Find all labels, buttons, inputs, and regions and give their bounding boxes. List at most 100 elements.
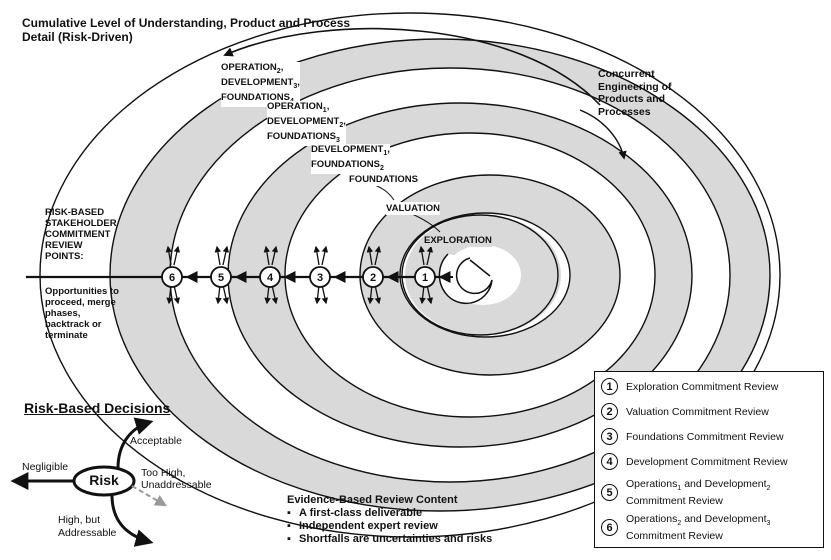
- spiral-band: [360, 175, 620, 375]
- too-high-line: Too High,: [141, 467, 186, 479]
- risk-center-label: Risk: [89, 472, 119, 488]
- phase-foundations: FOUNDATIONS: [349, 173, 418, 186]
- review-direction-arrow: [215, 284, 222, 305]
- legend-text: Operations1 and Development2 Commitment …: [626, 478, 771, 508]
- review-direction-arrow: [367, 284, 374, 305]
- review-direction-arrow: [426, 284, 434, 305]
- review-node-circle: [210, 266, 232, 288]
- review-node-circle: [414, 266, 436, 288]
- phase-label-ring6: OPERATION2, DEVELOPMENT3, FOUNDATIONS4: [221, 62, 300, 107]
- phase-dev2: DEVELOPMENT2,: [267, 115, 346, 129]
- phase-label-ring5: OPERATION1, DEVELOPMENT2, FOUNDATIONS3: [267, 101, 346, 146]
- high-but-line: Addressable: [58, 527, 117, 539]
- too-high-line: Unaddressable: [141, 479, 212, 491]
- concurrent-line: Engineering of: [598, 80, 672, 93]
- spiral-start-tick: [469, 259, 491, 277]
- review-direction-arrow: [222, 245, 230, 266]
- phase-valuation: VALUATION: [386, 202, 441, 215]
- legend-text: Operations2 and Development3 Commitment …: [626, 513, 771, 543]
- review-node-number: 5: [218, 272, 224, 284]
- legend-number: 5: [601, 484, 618, 502]
- negligible-label: Negligible: [22, 461, 69, 473]
- phase-found2: FOUNDATIONS2: [311, 158, 384, 172]
- evidence-list: A first-class deliverable Independent ex…: [287, 507, 492, 546]
- review-direction-arrow: [214, 245, 222, 266]
- legend-number: 3: [601, 428, 618, 445]
- opportunities-line: Opportunities to: [45, 286, 119, 297]
- legend-text: Exploration Commitment Review: [626, 380, 779, 393]
- phase-exploration: EXPLORATION: [424, 234, 492, 247]
- review-node-number: 2: [370, 272, 376, 284]
- phase-found3: FOUNDATIONS3: [267, 130, 340, 144]
- review-direction-arrow: [173, 284, 181, 305]
- review-direction-arrow: [222, 284, 230, 305]
- high-but-arrow: [110, 494, 154, 547]
- review-direction-arrow: [263, 245, 271, 266]
- too-high-arrow: [131, 485, 168, 507]
- concurrent-line: Products and: [598, 93, 666, 105]
- review-heading-line: STAKEHOLDER: [45, 218, 117, 229]
- review-node-circle: [161, 266, 183, 288]
- legend-text: Foundations Commitment Review: [626, 430, 784, 443]
- legend-number: 4: [601, 453, 618, 470]
- opportunities-line: backtrack or: [45, 319, 102, 330]
- concurrent-line: Concurrent: [598, 68, 655, 80]
- review-direction-arrow: [166, 284, 173, 305]
- phase-dev1: DEVELOPMENT1,: [311, 144, 390, 157]
- high-but-line: High, but: [58, 514, 101, 526]
- evidence-item: Shortfalls are uncertainties and risks: [287, 533, 492, 546]
- review-direction-arrow: [418, 245, 426, 266]
- opportunities-line: terminate: [45, 330, 88, 341]
- evidence-heading: Evidence-Based Review Content: [287, 494, 458, 506]
- evidence-section: Evidence-Based Review Content A first-cl…: [287, 494, 492, 546]
- review-direction-arrow: [366, 245, 374, 266]
- concurrent-line: Processes: [598, 105, 651, 118]
- review-direction-arrow: [173, 245, 181, 266]
- spiral-ring: [401, 214, 559, 336]
- review-direction-arrow: [165, 245, 173, 266]
- legend-number: 6: [601, 519, 618, 537]
- review-node-number: 1: [422, 272, 428, 284]
- review-direction-arrow: [264, 284, 271, 305]
- diagram-title-line1: Cumulative Level of Understanding, Produ…: [22, 16, 351, 30]
- review-direction-arrow: [314, 284, 321, 305]
- review-direction-arrow: [271, 245, 279, 266]
- spiral-center-swirl: [438, 253, 493, 305]
- review-direction-arrow: [313, 245, 321, 266]
- review-node-circle: [259, 266, 281, 288]
- diagram-title-line2: Detail (Risk-Driven): [22, 30, 133, 44]
- review-heading-line: RISK-BASED: [45, 207, 105, 218]
- review-opportunities: Opportunities to proceed, merge phases, …: [45, 286, 119, 341]
- diagram-title: Cumulative Level of Understanding, Produ…: [22, 16, 350, 44]
- phase-op2: OPERATION2,: [221, 62, 284, 75]
- review-heading-line: REVIEW: [45, 240, 83, 251]
- review-node-circle: [362, 266, 384, 288]
- review-heading-line: POINTS:: [45, 251, 84, 262]
- phase-dev3: DEVELOPMENT3,: [221, 76, 300, 90]
- legend-text: Development Commitment Review: [626, 455, 788, 468]
- legend-item-5: 5 Operations1 and Development2 Commitmen…: [601, 478, 770, 507]
- review-direction-arrow: [321, 245, 329, 266]
- review-direction-arrow: [321, 284, 329, 305]
- acceptable-arrow: [116, 417, 154, 469]
- review-direction-arrow: [374, 284, 382, 305]
- opportunities-line: phases,: [45, 308, 81, 319]
- phase-op1: OPERATION1,: [267, 101, 330, 114]
- too-high-label: Too High, Unaddressable: [141, 467, 212, 491]
- legend-number: 2: [601, 403, 618, 420]
- concurrent-engineering-label: Concurrent Engineering of Products and P…: [598, 68, 672, 118]
- legend-item-3: 3 Foundations Commitment Review: [601, 428, 784, 445]
- valuation-pointer: [411, 213, 441, 233]
- risk-decisions-heading: Risk-Based Decisions: [24, 400, 171, 416]
- spiral-ring: [399, 212, 571, 338]
- review-direction-arrow: [426, 245, 434, 266]
- review-direction-arrow: [374, 245, 382, 266]
- review-node-number: 3: [317, 272, 323, 284]
- legend-item-6: 6 Operations2 and Development3 Commitmen…: [601, 513, 770, 542]
- legend-number: 1: [601, 378, 618, 395]
- review-heading-line: COMMITMENT: [45, 229, 111, 240]
- phase-label-ring4: DEVELOPMENT1, FOUNDATIONS2: [311, 144, 390, 174]
